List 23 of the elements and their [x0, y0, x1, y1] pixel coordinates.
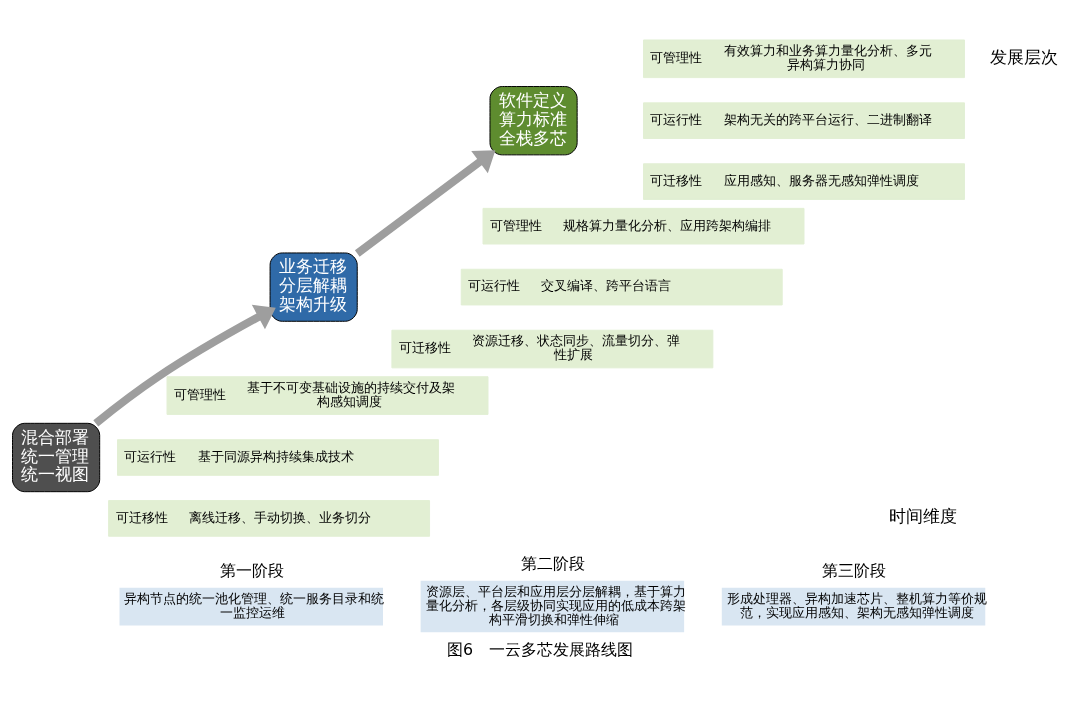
node-box: 业务迁移分层解耦架构升级: [269, 251, 358, 322]
node-box: 可运行性 架构无关的跨平台运行、二进制翻译: [643, 101, 965, 139]
node-box: 混合部署统一管理统一视图: [12, 422, 101, 492]
node-box: 可迁移性 资源迁移、状态同步、流量切分、弹性扩展: [391, 329, 714, 368]
arrow: [354, 149, 496, 257]
caption: 图6 一云多芯发展路线图: [446, 639, 634, 659]
node-box: 资源层、平台层和应用层分层解耦，基于算力量化分析，各层级协同实现应用的低成本跨架构平滑切换和弹性伸缩: [420, 580, 685, 632]
node-box: 可迁移性 应用感知、服务器无感知弹性调度: [643, 162, 965, 200]
node-box: 可管理性 基于不可变基础设施的持续交付及架构感知调度: [166, 375, 489, 415]
node-box: 形成处理器、异构加速芯片、整机算力等价规范，实现应用感知、架构无感知弹性调度: [721, 587, 986, 625]
node-box: 软件定义算力标准全栈多芯: [489, 85, 578, 155]
node-box: 可迁移性 离线迁移、手动切换、业务切分: [108, 499, 431, 537]
node-box: 异构节点的统一池化管理、统一服务目录和统一监控运维: [119, 587, 383, 625]
node-label: 第三阶段: [821, 560, 886, 580]
label: 时间维度: [889, 505, 958, 526]
node-box: 可运行性 基于同源异构持续集成技术: [117, 438, 439, 476]
node-box: 可运行性 交叉编译、跨平台语言: [460, 268, 783, 305]
node-box: 可管理性 规格算力量化分析、应用跨架构编排: [482, 207, 805, 245]
arrow: [93, 304, 276, 426]
node-box: 可管理性 有效算力和业务算力量化分析、多元异构算力协同: [643, 38, 965, 78]
node-label: 第一阶段: [219, 560, 284, 580]
node-label: 第二阶段: [520, 553, 585, 573]
label: 发展层次: [990, 46, 1059, 67]
